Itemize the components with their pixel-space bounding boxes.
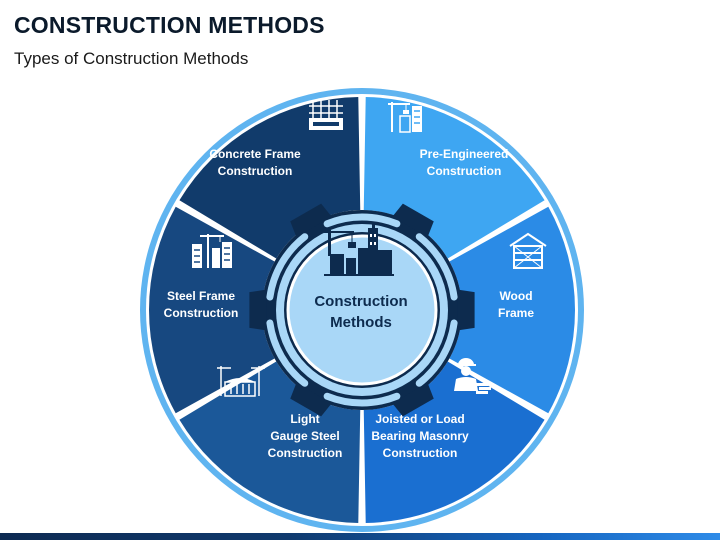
construction-site-icon <box>324 222 394 276</box>
segment-steel-frame <box>149 206 275 414</box>
segment-label-concrete-frame-1: Concrete Frame <box>209 147 301 161</box>
segment-label-steel-frame-1: Steel Frame <box>167 289 235 303</box>
gear-band-arc <box>266 233 309 301</box>
wooden-house-icon <box>509 232 547 269</box>
center-label-line2: Methods <box>330 314 392 331</box>
bottom-accent-bar <box>0 533 720 540</box>
segment-label-wood-frame-2: Frame <box>498 306 534 320</box>
mason-worker-icon <box>454 358 491 394</box>
segment-label-concrete-frame-2: Construction <box>218 164 293 178</box>
segment-label-light-gauge-1: Light <box>290 412 319 426</box>
segment-label-wood-frame-1: Wood <box>499 289 532 303</box>
segment-label-masonry-3: Construction <box>383 446 458 460</box>
segment-label-pre-engineered-2: Construction <box>427 164 502 178</box>
gear-tooth <box>457 289 475 331</box>
page-title: CONSTRUCTION METHODS <box>14 12 325 38</box>
segment-label-light-gauge-2: Gauge Steel <box>270 429 339 443</box>
center-circle <box>286 234 438 386</box>
gear-tooth <box>392 203 434 238</box>
segment-label-masonry-2: Bearing Masonry <box>371 429 469 443</box>
segment-label-pre-engineered-1: Pre-Engineered <box>420 147 509 161</box>
gear-band-arc <box>415 233 458 301</box>
segment-label-light-gauge-3: Construction <box>268 446 343 460</box>
gear-tooth <box>290 382 332 417</box>
gear-band-arc <box>323 213 401 228</box>
gear-band-arc <box>323 392 401 407</box>
segment-label-masonry-1: Joisted or Load <box>375 412 464 426</box>
gear-band-arc <box>415 319 458 387</box>
concrete-grid-icon <box>309 100 343 130</box>
steel-tower-crane-icon <box>192 234 232 268</box>
page-subtitle: Types of Construction Methods <box>14 49 249 68</box>
warehouse-crane-icon <box>217 366 265 397</box>
gear-band-arc <box>266 319 309 387</box>
gear-tooth <box>249 289 267 331</box>
center-label-line1: Construction <box>314 293 407 310</box>
crane-building-icon <box>388 102 422 133</box>
segment-label-steel-frame-2: Construction <box>164 306 239 320</box>
gear-tooth <box>290 203 332 238</box>
gear-hub <box>249 203 475 417</box>
segment-wood-frame <box>449 206 575 414</box>
gear-tooth <box>392 382 434 417</box>
